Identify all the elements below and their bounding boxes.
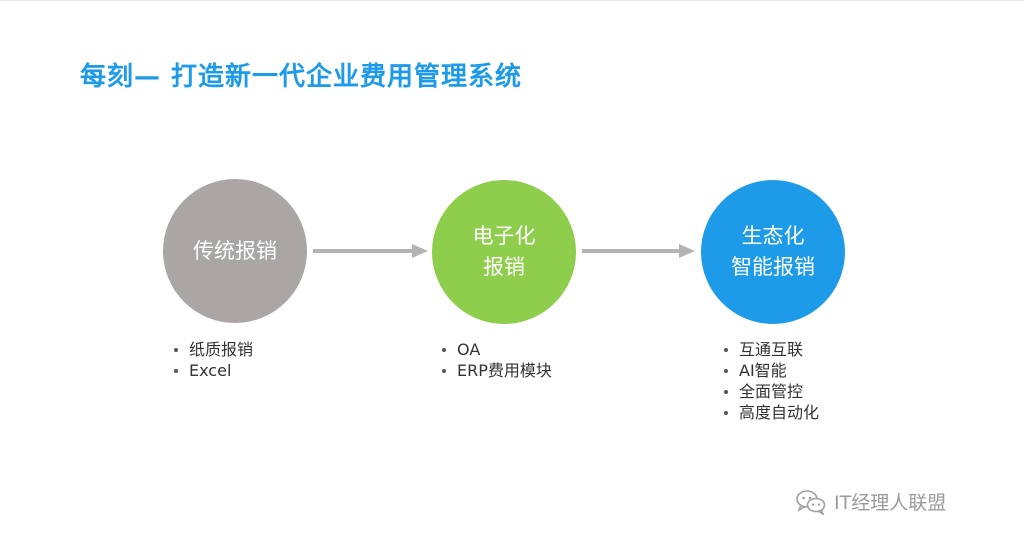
list-item: OA bbox=[438, 339, 552, 360]
watermark: IT经理人联盟 bbox=[796, 488, 946, 515]
stage-electronic-bullets: OA ERP费用模块 bbox=[438, 339, 552, 381]
stage-electronic-label-line1: 电子化 bbox=[472, 224, 536, 248]
stage-ecosystem-label-line2: 智能报销 bbox=[731, 255, 815, 279]
slide-title: 每刻— 打造新一代企业费用管理系统 bbox=[80, 62, 523, 92]
stage-electronic-circle: 电子化 报销 bbox=[432, 180, 576, 324]
list-item: 纸质报销 bbox=[170, 339, 253, 360]
list-item: AI智能 bbox=[720, 360, 819, 381]
stage-ecosystem-circle: 生态化 智能报销 bbox=[701, 180, 845, 324]
stage-traditional-circle: 传统报销 bbox=[163, 179, 307, 323]
arrow-icon bbox=[582, 244, 695, 258]
stage-traditional-bullets: 纸质报销 Excel bbox=[170, 339, 253, 381]
list-item: 互通互联 bbox=[720, 339, 819, 360]
stage-traditional-label: 传统报销 bbox=[193, 238, 277, 263]
list-item: 高度自动化 bbox=[720, 402, 819, 423]
wechat-icon bbox=[796, 489, 826, 515]
list-item: Excel bbox=[170, 360, 253, 381]
stage-ecosystem-bullets: 互通互联 AI智能 全面管控 高度自动化 bbox=[720, 339, 819, 423]
stage-electronic-label-line2: 报销 bbox=[483, 255, 525, 279]
watermark-text: IT经理人联盟 bbox=[834, 492, 947, 514]
top-divider bbox=[0, 0, 1024, 1]
stage-ecosystem-label-line1: 生态化 bbox=[741, 224, 805, 248]
list-item: ERP费用模块 bbox=[438, 360, 552, 381]
arrow-icon bbox=[313, 244, 428, 258]
list-item: 全面管控 bbox=[720, 381, 819, 402]
